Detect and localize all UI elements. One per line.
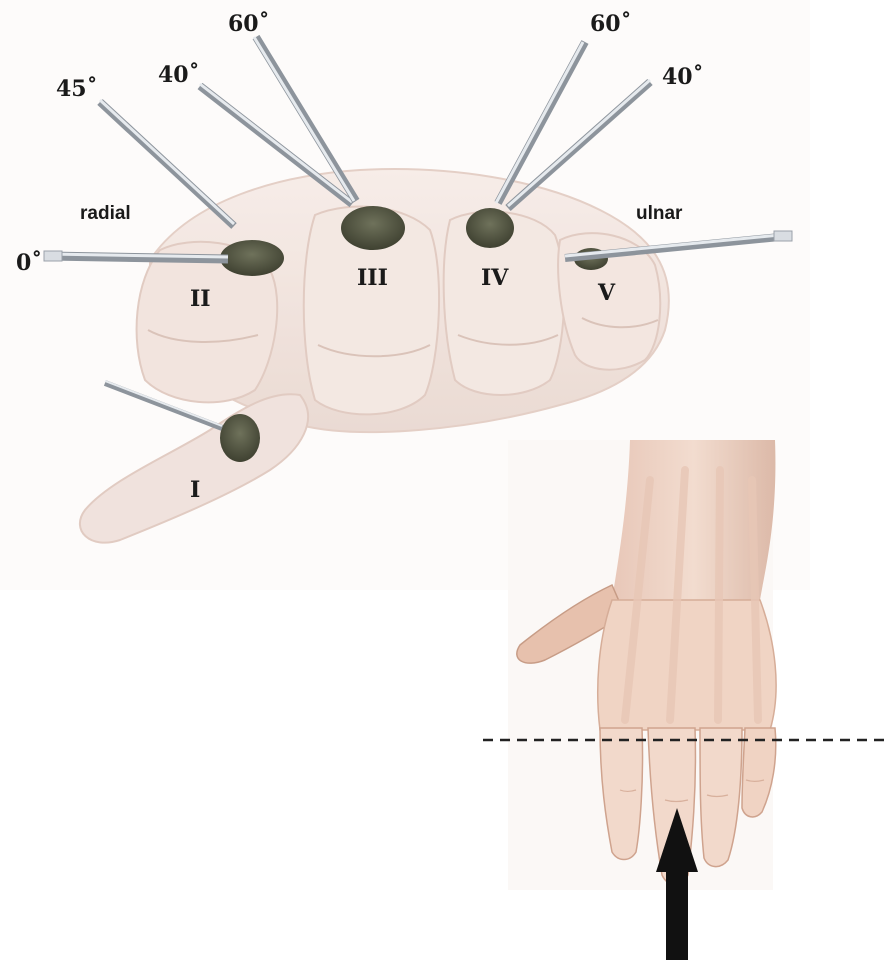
angle-label-40-left: 40˚	[158, 62, 200, 88]
finger-label-III: III	[357, 265, 388, 291]
portal-II	[220, 240, 284, 276]
portal-IV	[466, 208, 514, 248]
finger-label-IV: IV	[481, 265, 508, 291]
finger-label-II: II	[190, 286, 211, 312]
portal-III	[341, 206, 405, 250]
label-ulnar: ulnar	[636, 203, 682, 225]
angle-label-60-left: 60˚	[228, 11, 270, 37]
finger-label-V: V	[598, 280, 615, 306]
finger-label-I: I	[190, 477, 200, 503]
label-radial: radial	[80, 203, 131, 225]
angle-label-45: 45˚	[56, 76, 98, 102]
angle-label-40-right: 40˚	[662, 64, 704, 90]
portal-I	[220, 414, 260, 462]
angle-label-60-right: 60˚	[590, 11, 632, 37]
angle-label-0: 0˚	[16, 250, 42, 276]
